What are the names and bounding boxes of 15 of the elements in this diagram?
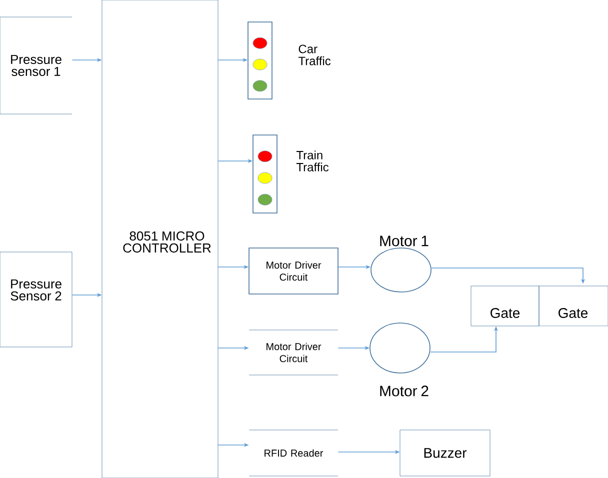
block-box: Pressure Sensor 2 xyxy=(0,252,72,348)
sensor-box: Pressure sensor 1 xyxy=(0,16,72,114)
node-label: Car Traffic xyxy=(298,44,331,66)
traffic-light-drawing xyxy=(248,22,272,100)
block-box: Motor Driver Circuit xyxy=(248,248,338,294)
node-label: Train Traffic xyxy=(296,150,329,172)
traffic-light-drawing xyxy=(252,134,278,214)
block-box: Motor Driver Circuit xyxy=(248,330,338,376)
controller-box: 8051 MICRO CONTROLLER xyxy=(102,0,218,478)
block-box: Gate xyxy=(538,286,608,326)
block-box: RFID Reader xyxy=(248,430,338,476)
node-label: Motor 2 xyxy=(380,386,428,396)
block-box: Buzzer xyxy=(400,430,490,476)
node-label: Motor 1 xyxy=(380,236,428,246)
block-box: Gate xyxy=(470,286,540,326)
